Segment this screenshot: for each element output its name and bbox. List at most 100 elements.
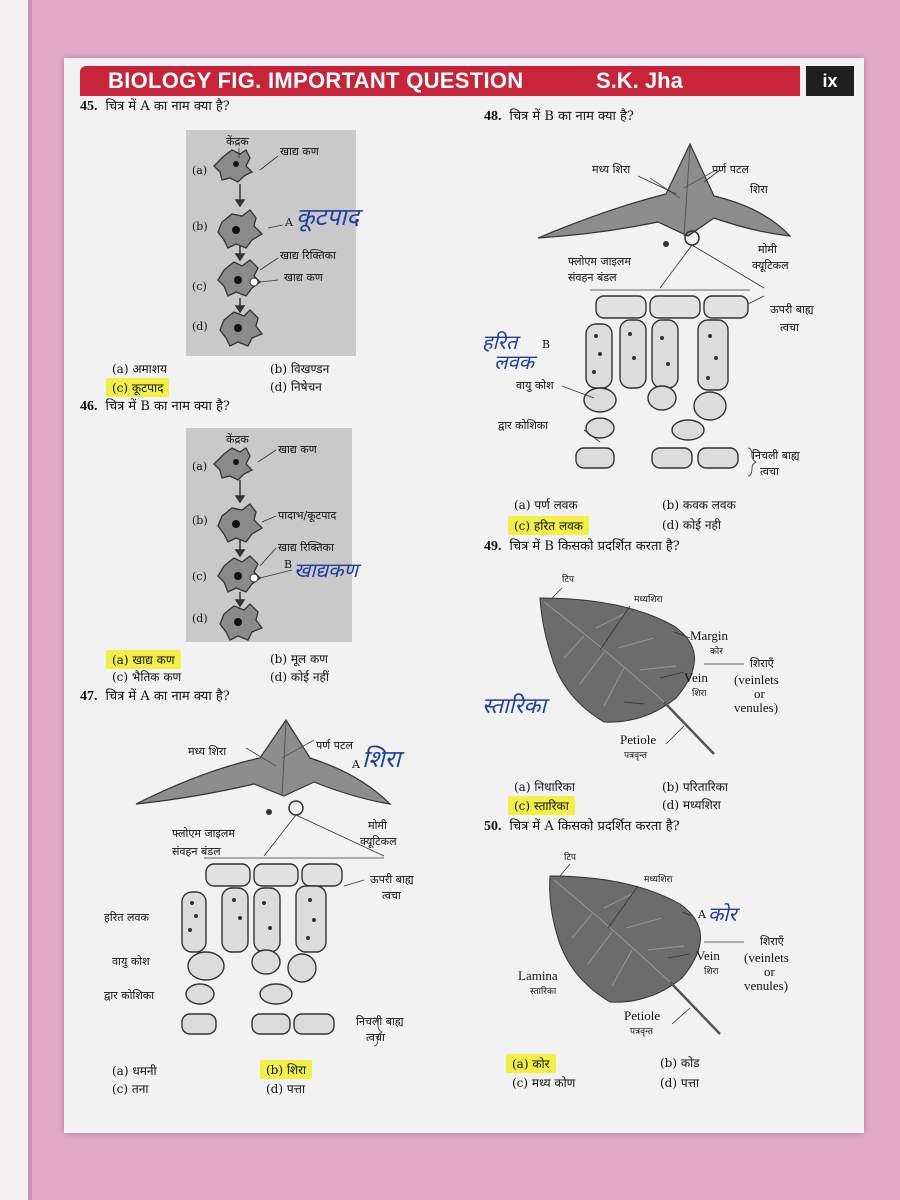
stage-a: (a) (192, 164, 208, 177)
handwritten-answer-46: खाद्यकण (294, 558, 358, 582)
label-lamina-hindi: स्तारिका (530, 987, 557, 997)
label-lower-epidermis: निचली बाह्य (752, 449, 800, 462)
marker-a: A (698, 908, 706, 921)
label-petiole-hindi: पत्रवृन्त (630, 1027, 653, 1037)
label-lower-epidermis-2: त्वचा (760, 465, 779, 478)
option-46-d[interactable]: (d) कोई नहीं (270, 670, 330, 684)
question-number: 46. (80, 399, 98, 414)
label-tip: टिप (562, 575, 574, 585)
option-49-c[interactable]: (c) स्तारिका (508, 796, 575, 815)
label-chloroplast: हरित लवक (104, 911, 149, 924)
option-45-a[interactable]: (a) अमाशय (112, 362, 167, 376)
question-number: 49. (484, 539, 502, 554)
option-47-b[interactable]: (b) शिरा (260, 1060, 313, 1079)
option-48-b[interactable]: (b) कवक लवक (662, 498, 736, 512)
option-50-b[interactable]: (b) कोड (660, 1056, 700, 1070)
stage-c: (c) (192, 570, 207, 583)
question-number: 45. (80, 99, 98, 114)
label-guard-cell: द्वार कोशिका (498, 419, 549, 432)
question-45: 45.चित्र में A का नाम क्या है? (80, 96, 230, 115)
question-48: 48.चित्र में B का नाम क्या है? (484, 106, 634, 125)
label-pseudopod: पादाभ/कूटपाद (278, 509, 337, 522)
stage-d: (d) (192, 320, 208, 333)
label-petiole-hindi: पत्रवृन्त (624, 751, 647, 761)
option-50-c[interactable]: (c) मध्य कोण (512, 1076, 576, 1090)
leaf-section-diagram-47 (135, 718, 392, 1047)
option-46-b[interactable]: (b) मूल कण (270, 652, 328, 666)
label-lamina: पर्ण पटल (316, 739, 353, 752)
label-vein-hindi: शिरा (692, 689, 707, 699)
label-food-particle-2: खाद्य कण (284, 271, 323, 284)
label-cuticle: क्यूटिकल (360, 835, 397, 848)
label-food-particle: खाद्य कण (280, 145, 319, 158)
label-midrib: मध्य शिरा (592, 163, 631, 176)
option-48-d[interactable]: (d) कोई नही (662, 518, 722, 532)
amoeba-diagram-45 (213, 148, 284, 347)
adjacent-page-edge (0, 0, 28, 1200)
option-47-a[interactable]: (a) धमनी (112, 1064, 157, 1078)
label-lower-epidermis: निचली बाह्य (356, 1015, 404, 1028)
label-waxy: मोमी (758, 243, 777, 256)
label-upper-epidermis: ऊपरी बाह्य (370, 873, 414, 886)
handwritten-answer-47: शिरा (362, 745, 401, 773)
option-45-b[interactable]: (b) विखण्डन (270, 362, 330, 376)
option-50-a[interactable]: (a) कोर (506, 1054, 556, 1073)
header-author: S.K. Jha (596, 68, 683, 93)
label-food-particle: खाद्य कण (278, 443, 317, 456)
label-nucleus: केंद्रक (226, 433, 249, 446)
label-lamina: Lamina (518, 968, 558, 983)
label-venules: venules) (734, 700, 779, 715)
label-cuticle: क्यूटिकल (752, 259, 789, 272)
marker-a: A (285, 216, 293, 229)
label-lamina: पर्ण पटल (712, 163, 749, 176)
option-50-d[interactable]: (d) पत्ता (660, 1076, 700, 1090)
question-text: चित्र में A का नाम क्या है? (105, 689, 230, 704)
header-banner (80, 66, 800, 96)
question-47: 47.चित्र में A का नाम क्या है? (80, 686, 230, 705)
label-midrib: मध्य शिरा (188, 745, 227, 758)
label-food-vacuole: खाद्य रिक्तिका (280, 249, 336, 262)
label-petiole: Petiole (624, 1008, 661, 1023)
option-47-d[interactable]: (d) पत्ता (266, 1082, 306, 1096)
stage-b: (b) (192, 514, 208, 527)
marker-b: B (542, 338, 551, 351)
label-vein: Vein (696, 948, 720, 963)
question-number: 48. (484, 109, 502, 124)
label-margin: Margin (690, 628, 729, 643)
label-veinlets: (veinlets (734, 672, 779, 687)
option-47-c[interactable]: (c) तना (112, 1082, 149, 1096)
stage-a: (a) (192, 460, 208, 473)
page-shadow (28, 0, 32, 1200)
question-text: चित्र में A किसको प्रदर्शित करता है? (509, 819, 680, 834)
label-or: or (754, 686, 765, 701)
stage-d: (d) (192, 612, 208, 625)
option-49-a[interactable]: (a) निधारिका (514, 780, 575, 794)
option-45-c[interactable]: (c) कूटपाद (106, 378, 170, 397)
label-phloem-xylem: फ्लोएम जाइलम (172, 827, 235, 840)
leaf-section-diagram-48 (537, 142, 792, 477)
option-49-d[interactable]: (d) मध्यशिरा (662, 798, 721, 812)
label-vein-hindi: शिरा (704, 967, 719, 977)
option-46-c[interactable]: (c) भैतिक कण (112, 670, 182, 684)
question-49: 49. चित्र में B किसको प्रदर्शित करता है? (484, 536, 680, 555)
handwritten-answer-48-line2: लवक (494, 350, 535, 374)
label-vascular-bundle: संवहन बंडल (568, 271, 617, 284)
amoeba-figure-45 (186, 130, 356, 356)
option-48-a[interactable]: (a) पर्ण लवक (514, 498, 578, 512)
label-or: or (764, 964, 775, 979)
question-text: चित्र में B का नाम क्या है? (105, 399, 230, 414)
option-46-a[interactable]: (a) खाद्य कण (106, 650, 181, 669)
label-upper-epidermis: ऊपरी बाह्य (770, 303, 814, 316)
option-49-b[interactable]: (b) परितारिका (662, 780, 728, 794)
option-48-c[interactable]: (c) हरित लवक (508, 516, 589, 535)
stage-c: (c) (192, 280, 207, 293)
label-air-space: वायु कोश (112, 955, 150, 968)
label-air-space: वायु कोश (516, 379, 554, 392)
label-margin-hindi: कोर (710, 647, 723, 657)
label-upper-epidermis-2: त्वचा (780, 321, 799, 334)
question-text: चित्र में B किसको प्रदर्शित करता है? (509, 539, 680, 554)
amoeba-diagram-46 (213, 447, 293, 641)
label-veinlets: (veinlets (744, 950, 789, 965)
option-45-d[interactable]: (d) निषेचन (270, 380, 322, 394)
leaf-diagram-49 (539, 587, 744, 755)
